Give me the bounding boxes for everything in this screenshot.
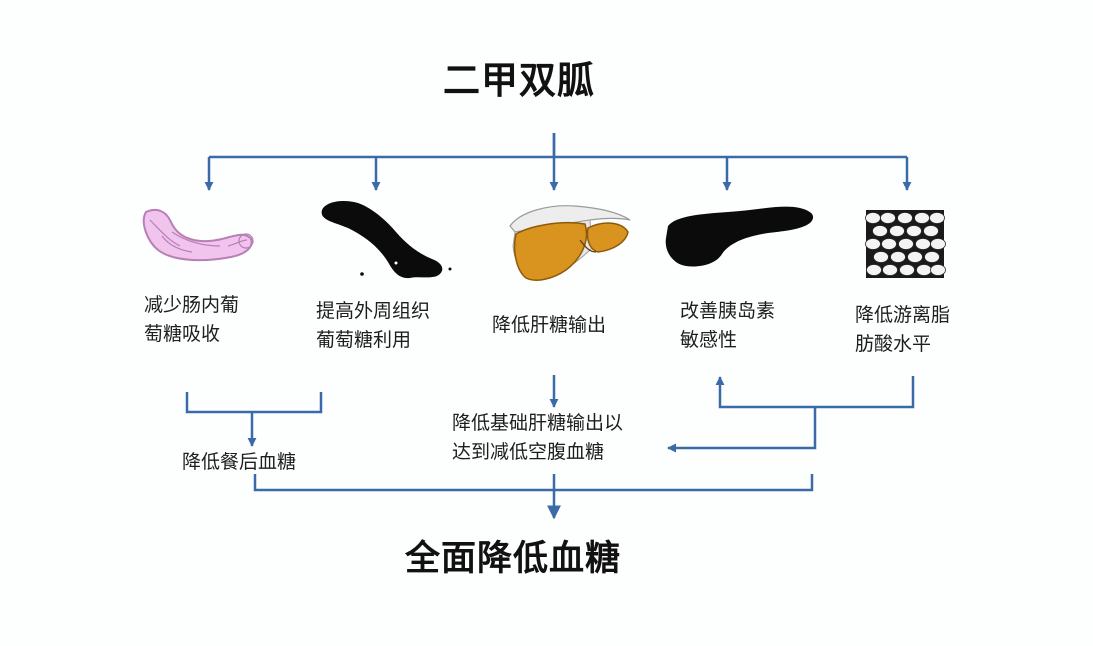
fat-cell <box>872 225 888 237</box>
outcome-fasting-line: 降低基础肝糖输出以 <box>452 412 624 434</box>
fat-cell <box>898 238 914 250</box>
fat-cell <box>907 251 923 263</box>
left-bracket <box>185 392 323 414</box>
fat-cell <box>866 264 882 276</box>
effect-label-line: 减少肠内葡 <box>144 294 240 316</box>
liver-icon <box>509 205 631 281</box>
fat-cell <box>880 212 896 224</box>
pancreas-icon <box>665 206 814 267</box>
right-bracket <box>718 376 915 409</box>
outcome-postprandial: 降低餐后血糖 <box>182 451 297 473</box>
fat-cell <box>906 225 922 237</box>
bottom-title: 全面降低血糖 <box>405 539 622 579</box>
effect-label-fat: 降低游离脂 肪酸水平 <box>855 301 950 359</box>
fat-cell <box>930 264 946 276</box>
fat-cell <box>882 264 898 276</box>
fat-cell <box>929 212 945 224</box>
fat-cell <box>873 251 889 263</box>
effect-label-line: 降低肝糖输出 <box>492 314 607 336</box>
outcome-fasting-line: 达到减低空腹血糖 <box>452 441 605 463</box>
fat-cell <box>930 238 946 250</box>
effect-label-line: 降低游离脂 <box>855 304 951 326</box>
fat-cell <box>915 238 931 250</box>
fat-cell <box>916 264 932 276</box>
diagram-title: 二甲双胍 <box>443 59 595 102</box>
effect-label-muscle: 提高外周组织 葡萄糖利用 <box>316 297 430 355</box>
effect-label-line: 萄糖吸收 <box>144 323 221 345</box>
intestine-icon <box>142 208 254 262</box>
fat-cell <box>890 251 906 263</box>
fat-cell <box>865 212 881 224</box>
fat-cell <box>889 225 905 237</box>
fat-tissue-icon <box>865 210 946 278</box>
fat-cell <box>865 238 881 250</box>
effect-label-line: 葡萄糖利用 <box>316 329 412 351</box>
fat-cell <box>899 264 915 276</box>
fat-cell <box>881 238 897 250</box>
effect-label-line: 敏感性 <box>680 329 738 351</box>
effect-label-liver: 降低肝糖输出 <box>492 311 606 340</box>
effect-label-line: 肪酸水平 <box>855 333 932 355</box>
effect-label-line: 改善胰岛素 <box>680 300 776 322</box>
fat-cell <box>923 225 939 237</box>
fat-cell <box>897 212 913 224</box>
fasting-link <box>667 407 817 453</box>
bottom-bracket <box>253 474 814 492</box>
effect-label-intestine: 减少肠内葡 萄糖吸收 <box>144 291 239 349</box>
muscle-icon <box>321 201 452 279</box>
fat-cell <box>914 212 930 224</box>
outcome-fasting: 降低基础肝糖输出以 达到减低空腹血糖 <box>452 409 623 467</box>
effect-label-line: 提高外周组织 <box>316 300 431 322</box>
effect-label-pancreas: 改善胰岛素 敏感性 <box>680 297 775 355</box>
fat-cell <box>924 251 940 263</box>
